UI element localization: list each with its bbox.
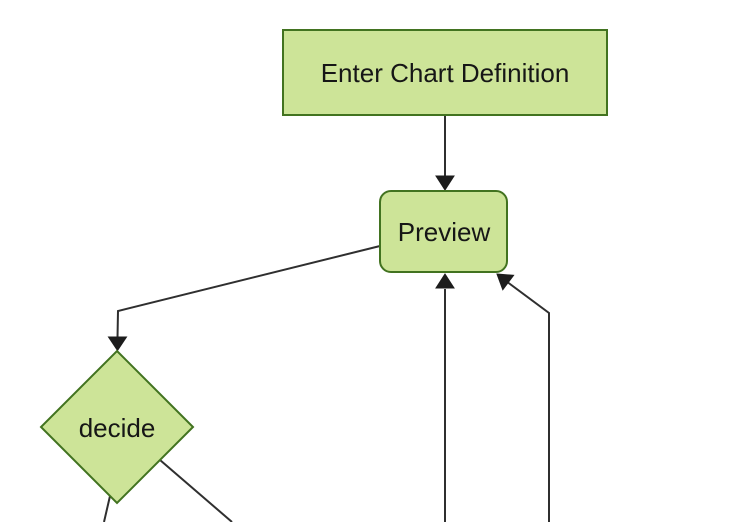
edge-bottom-to-preview-2 xyxy=(507,281,550,522)
node-enter-chart-definition-label: Enter Chart Definition xyxy=(321,58,570,88)
arrowhead-bottom-to-preview-2-icon xyxy=(496,273,515,291)
node-decide: decide xyxy=(39,349,195,505)
arrowhead-preview-to-decide-icon xyxy=(107,336,128,352)
edge-decide-offscreen-1 xyxy=(103,495,111,522)
node-preview-shape xyxy=(379,190,508,273)
arrowhead-enter-to-preview-icon xyxy=(435,175,455,191)
node-decide-shape xyxy=(39,349,195,505)
edge-layer xyxy=(103,115,550,522)
node-preview-label: Preview xyxy=(398,217,491,247)
node-preview: Preview xyxy=(379,190,508,273)
edge-decide-offscreen-2 xyxy=(159,459,233,522)
node-decide-label: decide xyxy=(79,413,156,443)
edge-preview-to-decide xyxy=(116,245,381,339)
node-enter-chart-definition-shape xyxy=(282,29,608,116)
node-enter-chart-definition: Enter Chart Definition xyxy=(282,29,608,116)
arrowhead-bottom-to-preview-1-icon xyxy=(435,273,455,289)
